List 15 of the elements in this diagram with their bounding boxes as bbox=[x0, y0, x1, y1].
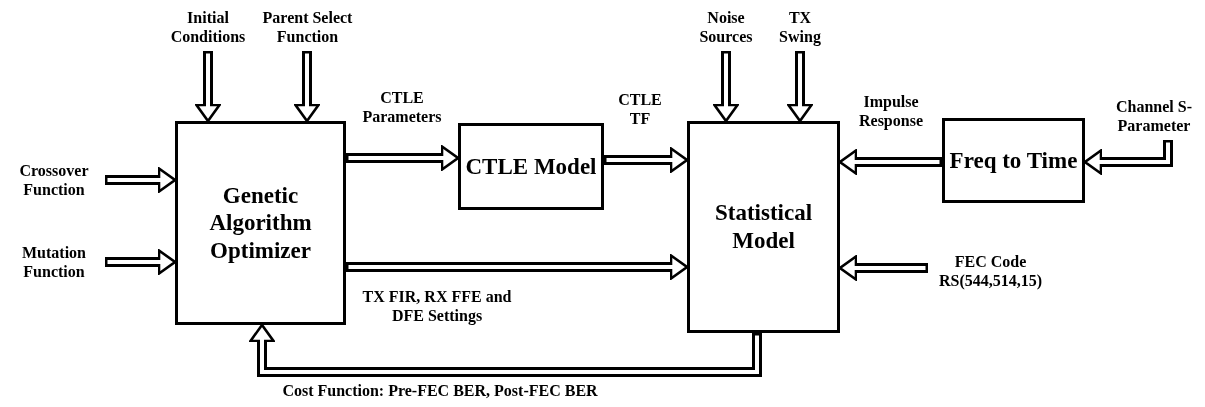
input-label: Noise Sources bbox=[688, 3, 764, 51]
edge-label: CTLE Parameters bbox=[361, 88, 443, 127]
process-box: CTLE Model bbox=[458, 123, 604, 210]
process-box: Freq to Time bbox=[942, 118, 1085, 203]
edge-label: CTLE TF bbox=[617, 90, 663, 129]
process-box: Genetic Algorithm Optimizer bbox=[175, 121, 346, 325]
input-label: FEC Code RS(544,514,15) bbox=[928, 248, 1053, 294]
edge-label: Cost Function: Pre-FEC BER, Post-FEC BER bbox=[281, 381, 599, 401]
input-label: Channel S-Parameter bbox=[1104, 92, 1204, 140]
edge-label: Impulse Response bbox=[858, 92, 924, 131]
process-box: Statistical Model bbox=[687, 121, 840, 333]
input-label: Mutation Function bbox=[3, 239, 105, 285]
input-label: TX Swing bbox=[772, 3, 828, 51]
edge-label: TX FIR, RX FFE and DFE Settings bbox=[362, 287, 512, 326]
input-label: Crossover Function bbox=[3, 157, 105, 203]
